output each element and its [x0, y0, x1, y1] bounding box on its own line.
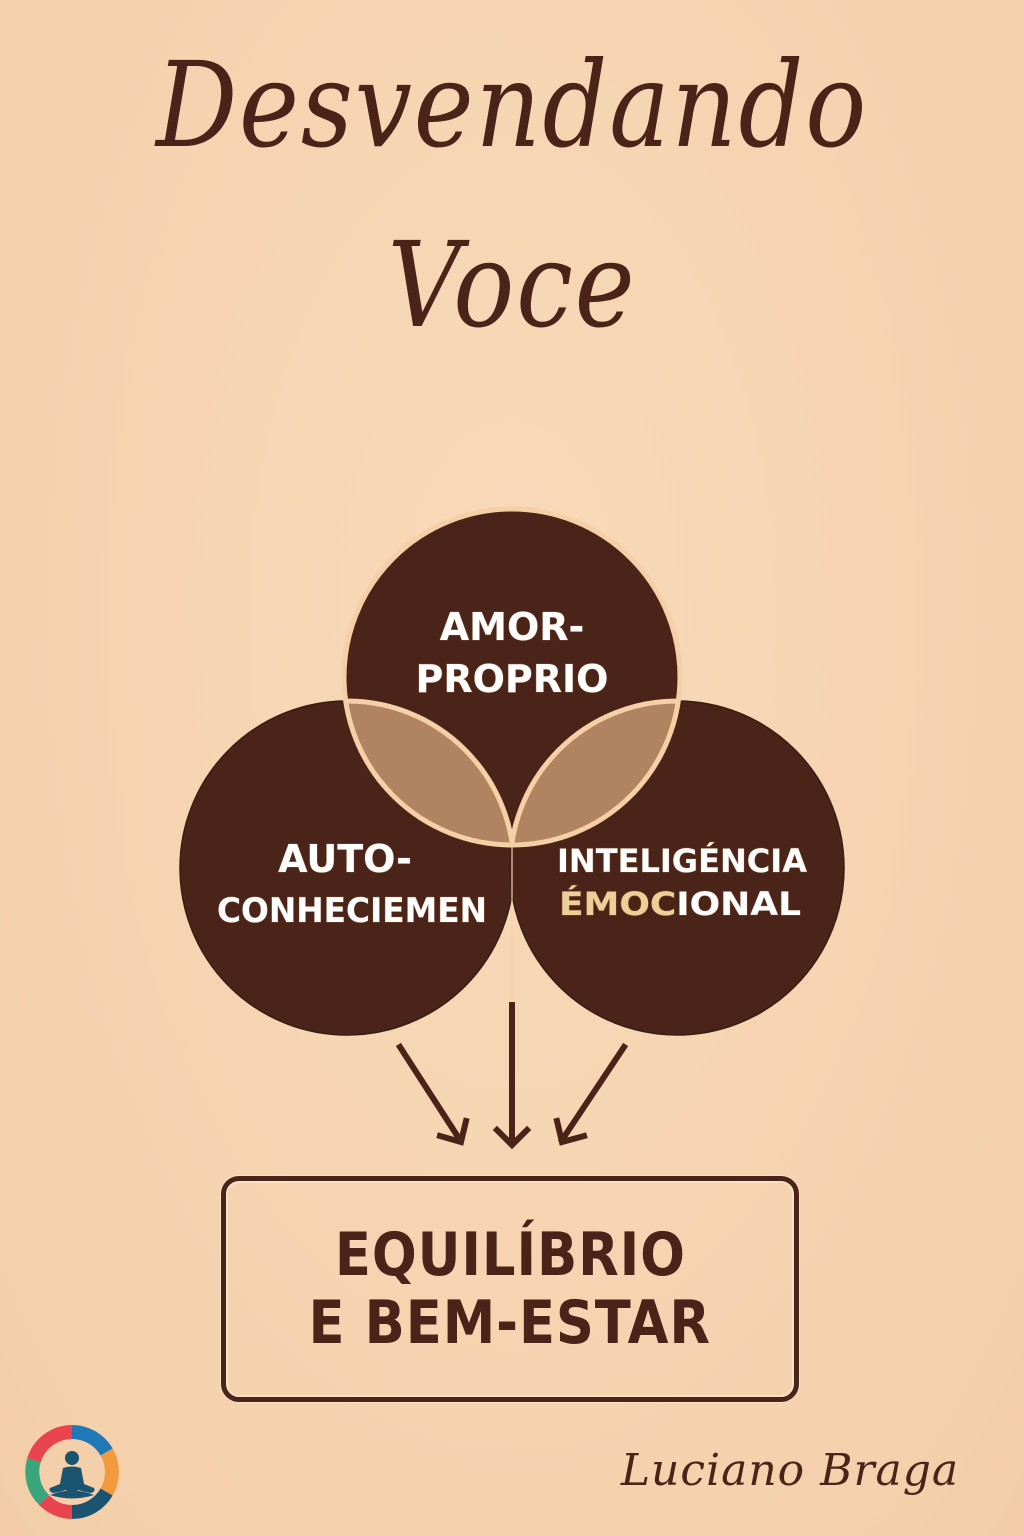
author-signature: Luciano Braga	[620, 1445, 960, 1496]
label-amor-line1: AMOR-	[440, 605, 585, 649]
label-auto-line2: CONHECIEMEN	[217, 891, 487, 931]
label-inteligencia-line1: INTELIGÉNCIA	[557, 842, 807, 880]
result-box: EQUILÍBRIO E BEM-ESTAR	[221, 1176, 799, 1402]
meditation-person-icon	[25, 1425, 119, 1519]
label-emocional-accent: ÉMOC	[559, 885, 676, 923]
label-emocional-rest: IONAL	[676, 885, 801, 923]
label-auto-line1: AUTO-	[278, 837, 412, 881]
title-line-2: Voce	[387, 216, 637, 354]
top-circle-outline	[341, 506, 683, 848]
arrow-center-icon	[492, 1002, 532, 1150]
result-line-1: EQUILÍBRIO	[334, 1220, 686, 1290]
result-line-2: E BEM-ESTAR	[308, 1288, 712, 1358]
label-amor-line2: PROPRIO	[416, 657, 609, 701]
arrow-left-icon	[395, 1042, 470, 1146]
arrow-right-icon	[553, 1042, 629, 1146]
title-line-1: Desvendando	[155, 36, 869, 174]
